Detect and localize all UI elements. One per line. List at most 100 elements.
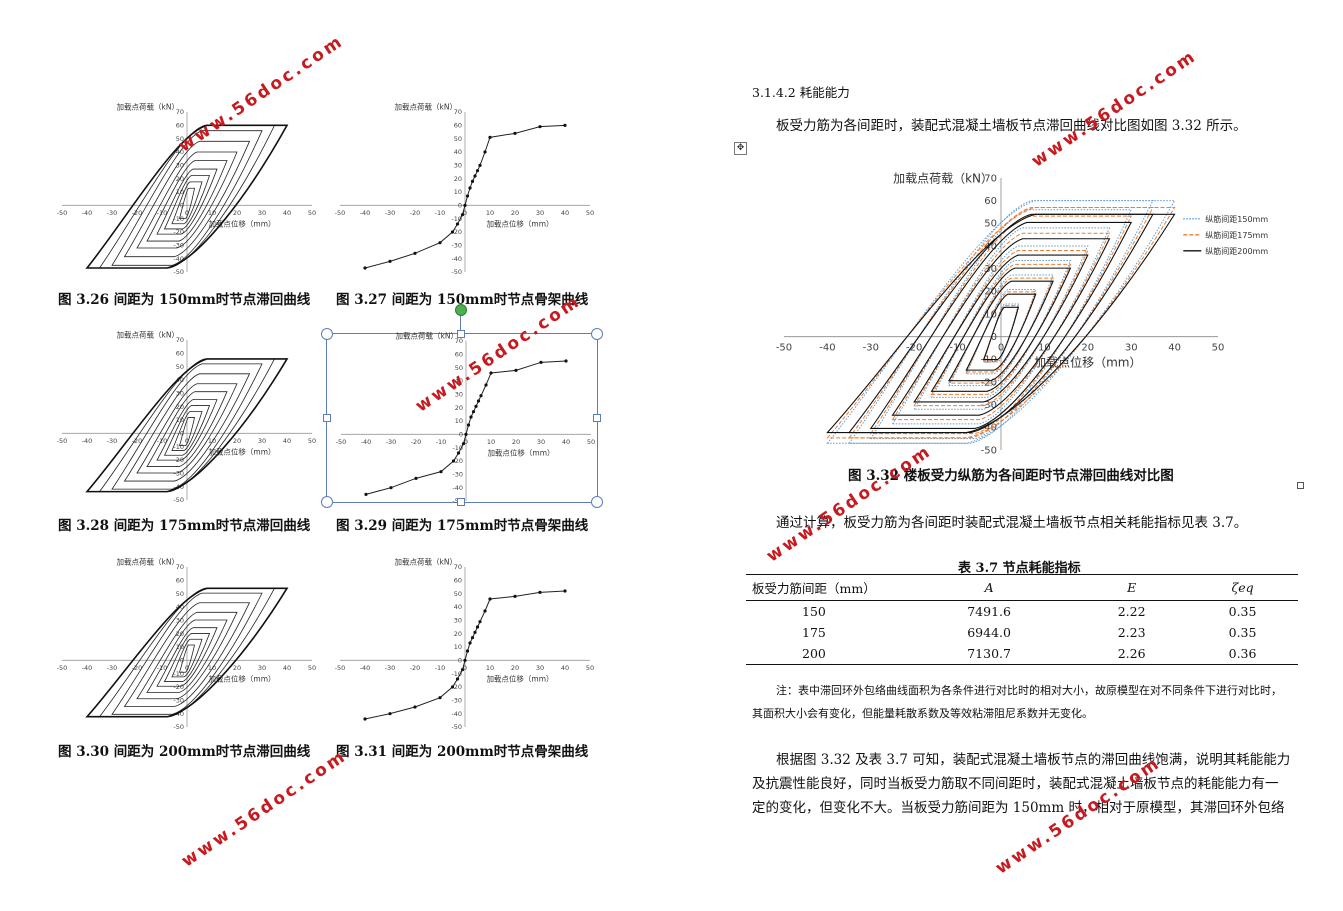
x-tick-label: -40 [819, 343, 835, 354]
data-point [483, 150, 487, 154]
y-tick-label: -30 [981, 400, 997, 411]
y-tick-label: -40 [452, 484, 463, 492]
table-move-icon[interactable]: ✥ [734, 142, 747, 155]
data-point [470, 636, 475, 640]
x-tick-label: -50 [335, 664, 346, 672]
resize-handle-top[interactable] [457, 330, 465, 338]
resize-handle-tl[interactable] [321, 328, 333, 340]
x-tick-label: 20 [233, 209, 241, 217]
resize-handle-bl[interactable] [321, 496, 333, 508]
cell-e: 2.23 [1117, 625, 1146, 640]
x-tick-label: -20 [906, 343, 922, 354]
resize-handle-bottom[interactable] [457, 498, 465, 506]
x-axis-label: 加载点位移（mm） [1034, 355, 1141, 370]
x-tick-label: -10 [435, 664, 446, 672]
hysteresis-loop [156, 627, 218, 687]
x-tick-label: -10 [157, 437, 168, 445]
y-tick-label: 70 [454, 108, 462, 116]
hysteresis-loop [123, 602, 251, 707]
y-axis-label: 加载点荷载（kN） [893, 172, 993, 186]
resize-handle-left[interactable] [323, 414, 331, 422]
y-tick-label: -50 [173, 268, 184, 276]
x-tick-label: 50 [308, 437, 316, 445]
x-axis-label: 加载点位移（mm） [208, 218, 275, 228]
x-tick-label: -50 [57, 437, 68, 445]
cell-a: 6944.0 [967, 625, 1011, 640]
paragraph-1: 板受力筋为各间距时，装配式混凝土墙板节点滞回曲线对比图如图 3.32 所示。 [776, 118, 1247, 134]
x-tick-label: -40 [82, 437, 93, 445]
x-tick-label: 20 [512, 438, 520, 446]
y-tick-label: 60 [176, 577, 184, 585]
hysteresis-loop [111, 130, 263, 266]
y-tick-label: 10 [176, 416, 184, 424]
y-tick-label: 60 [454, 577, 462, 585]
hysteresis-loop [848, 200, 1154, 444]
figure-3-31-caption: 图 3.31 间距为 200mm时节点骨架曲线 [336, 744, 589, 760]
rotate-handle[interactable] [455, 304, 467, 316]
data-point [414, 476, 418, 480]
x-tick-label: -30 [107, 209, 118, 217]
x-tick-label: 40 [283, 437, 291, 445]
cell-a: 7130.7 [967, 646, 1011, 661]
data-point [479, 394, 483, 398]
y-tick-label: 50 [455, 364, 463, 372]
x-tick-label: -30 [107, 664, 118, 672]
y-tick-label: 50 [176, 590, 184, 598]
x-tick-label: -20 [410, 209, 421, 217]
resize-handle-right[interactable] [593, 414, 601, 422]
data-point [455, 222, 460, 226]
y-tick-label: 50 [176, 135, 184, 143]
y-tick-label: 0 [991, 332, 997, 343]
data-point [413, 251, 417, 255]
x-tick-label: -30 [386, 438, 397, 446]
hysteresis-loop [85, 124, 289, 269]
x-tick-label: -40 [82, 664, 93, 672]
data-point [463, 203, 467, 207]
x-tick-label: 10 [208, 664, 216, 672]
data-point [363, 717, 367, 721]
y-tick-label: -40 [451, 255, 462, 263]
data-point [461, 442, 466, 446]
hysteresis-loop [965, 291, 1037, 373]
y-tick-label: 30 [454, 162, 462, 170]
x-tick-label: -30 [385, 209, 396, 217]
hysteresis-loop [146, 391, 228, 467]
legend-label: 纵筋间距150mm [1205, 214, 1268, 224]
hysteresis-loop [171, 181, 203, 225]
hysteresis-loop [178, 187, 195, 219]
x-tick-label: -40 [82, 209, 93, 217]
resize-handle-br[interactable] [591, 496, 603, 508]
x-tick-label: -50 [336, 438, 347, 446]
data-point [476, 399, 481, 403]
hysteresis-loop [869, 221, 1133, 430]
paragraph-3-line-2: 及抗震性能良好，同时当板受力筋取不同间距时，装配式混凝土墙板节点的耗能能力有一 [752, 776, 1279, 792]
x-tick-label: -50 [57, 664, 68, 672]
x-tick-label: 40 [283, 209, 291, 217]
y-tick-label: 40 [176, 376, 184, 384]
hysteresis-loop [146, 160, 228, 242]
x-tick-label: 10 [208, 209, 216, 217]
hysteresis-loop [111, 592, 263, 715]
resize-handle-tr[interactable] [591, 328, 603, 340]
data-point [455, 677, 460, 681]
hysteresis-loop [891, 227, 1111, 425]
y-tick-label: 20 [455, 404, 463, 412]
x-tick-label: 30 [537, 438, 545, 446]
y-tick-label: 0 [459, 431, 463, 439]
x-tick-label: 40 [283, 664, 291, 672]
data-point [564, 359, 568, 363]
hysteresis-loop [913, 254, 1089, 403]
x-tick-label: 40 [1168, 343, 1181, 354]
y-tick-label: -20 [173, 228, 184, 236]
data-point [413, 705, 417, 709]
y-tick-label: 10 [455, 417, 463, 425]
header-a: A [984, 580, 994, 595]
hysteresis-loop [123, 140, 251, 258]
x-tick-label: -20 [410, 664, 421, 672]
x-tick-label: 20 [511, 664, 519, 672]
cell-zeta: 0.35 [1228, 625, 1257, 640]
y-tick-label: 70 [455, 337, 463, 345]
